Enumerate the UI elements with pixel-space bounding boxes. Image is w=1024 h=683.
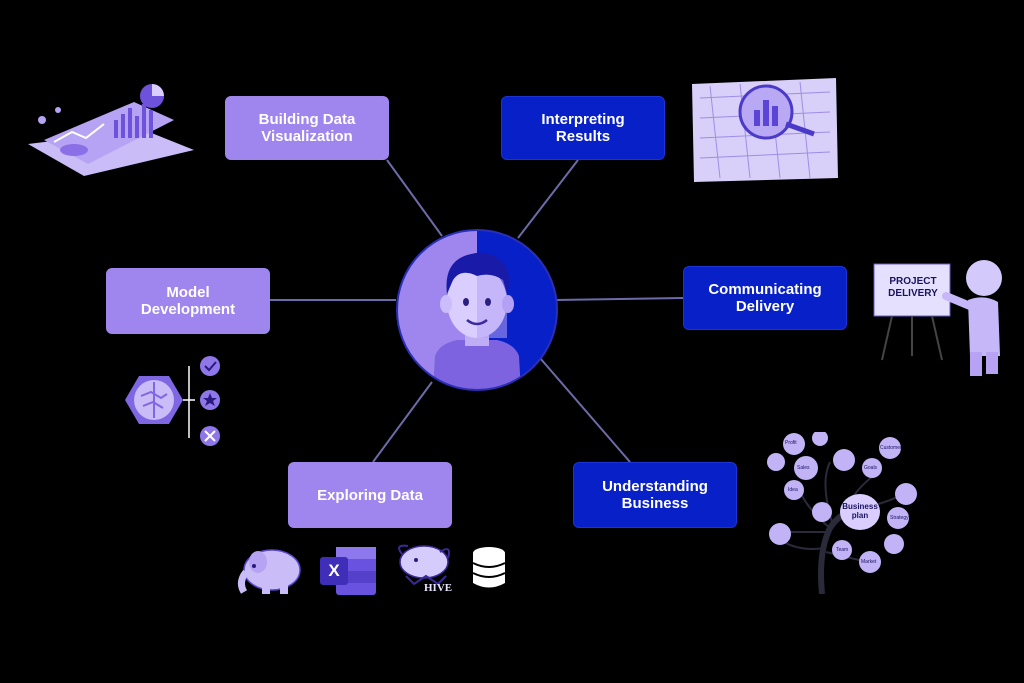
business-plan-label: Business plan: [842, 502, 878, 520]
model-development-illustration: [115, 352, 225, 448]
hadoop-elephant-icon: [236, 542, 306, 596]
tree-word-6: Strategy: [890, 515, 909, 521]
dashboard-illustration: [24, 80, 196, 180]
node-model-development: Model Development: [106, 268, 270, 334]
node-communicating-delivery: Communicating Delivery: [683, 266, 847, 330]
tree-word-7: Team: [836, 547, 849, 553]
connector-communicating: [555, 297, 684, 301]
project-delivery-board-text: PROJECT DELIVERY: [888, 276, 938, 299]
connector-building: [386, 159, 443, 237]
excel-icon: X: [318, 545, 378, 597]
connector-understanding: [539, 357, 631, 463]
node-building-data-visualization: Building Data Visualization: [225, 96, 389, 160]
tree-word-8: Market: [861, 559, 877, 565]
tree-word-1: Profit: [785, 440, 797, 446]
database-icon: [470, 546, 508, 590]
tree-word-2: Sales: [797, 465, 810, 471]
business-plan-tree-illustration: Business plan Profit Sales Idea Goals Cu…: [760, 430, 920, 595]
hive-icon: HIVE: [390, 540, 460, 598]
connector-interpreting: [517, 159, 579, 239]
excel-letter: X: [328, 561, 340, 580]
hive-label: HIVE: [424, 582, 453, 594]
magnifier-chart-illustration: [690, 78, 840, 184]
node-exploring-data: Exploring Data: [288, 462, 452, 528]
tree-word-4: Goals: [864, 465, 878, 471]
node-interpreting-results: Interpreting Results: [501, 96, 665, 160]
connector-exploring: [372, 381, 433, 463]
center-avatar: [395, 228, 559, 392]
project-delivery-illustration: PROJECT DELIVERY: [870, 256, 1010, 382]
node-understanding-business: Understanding Business: [573, 462, 737, 528]
tree-word-5: Customer: [880, 445, 902, 451]
tree-word-3: Idea: [788, 487, 798, 493]
